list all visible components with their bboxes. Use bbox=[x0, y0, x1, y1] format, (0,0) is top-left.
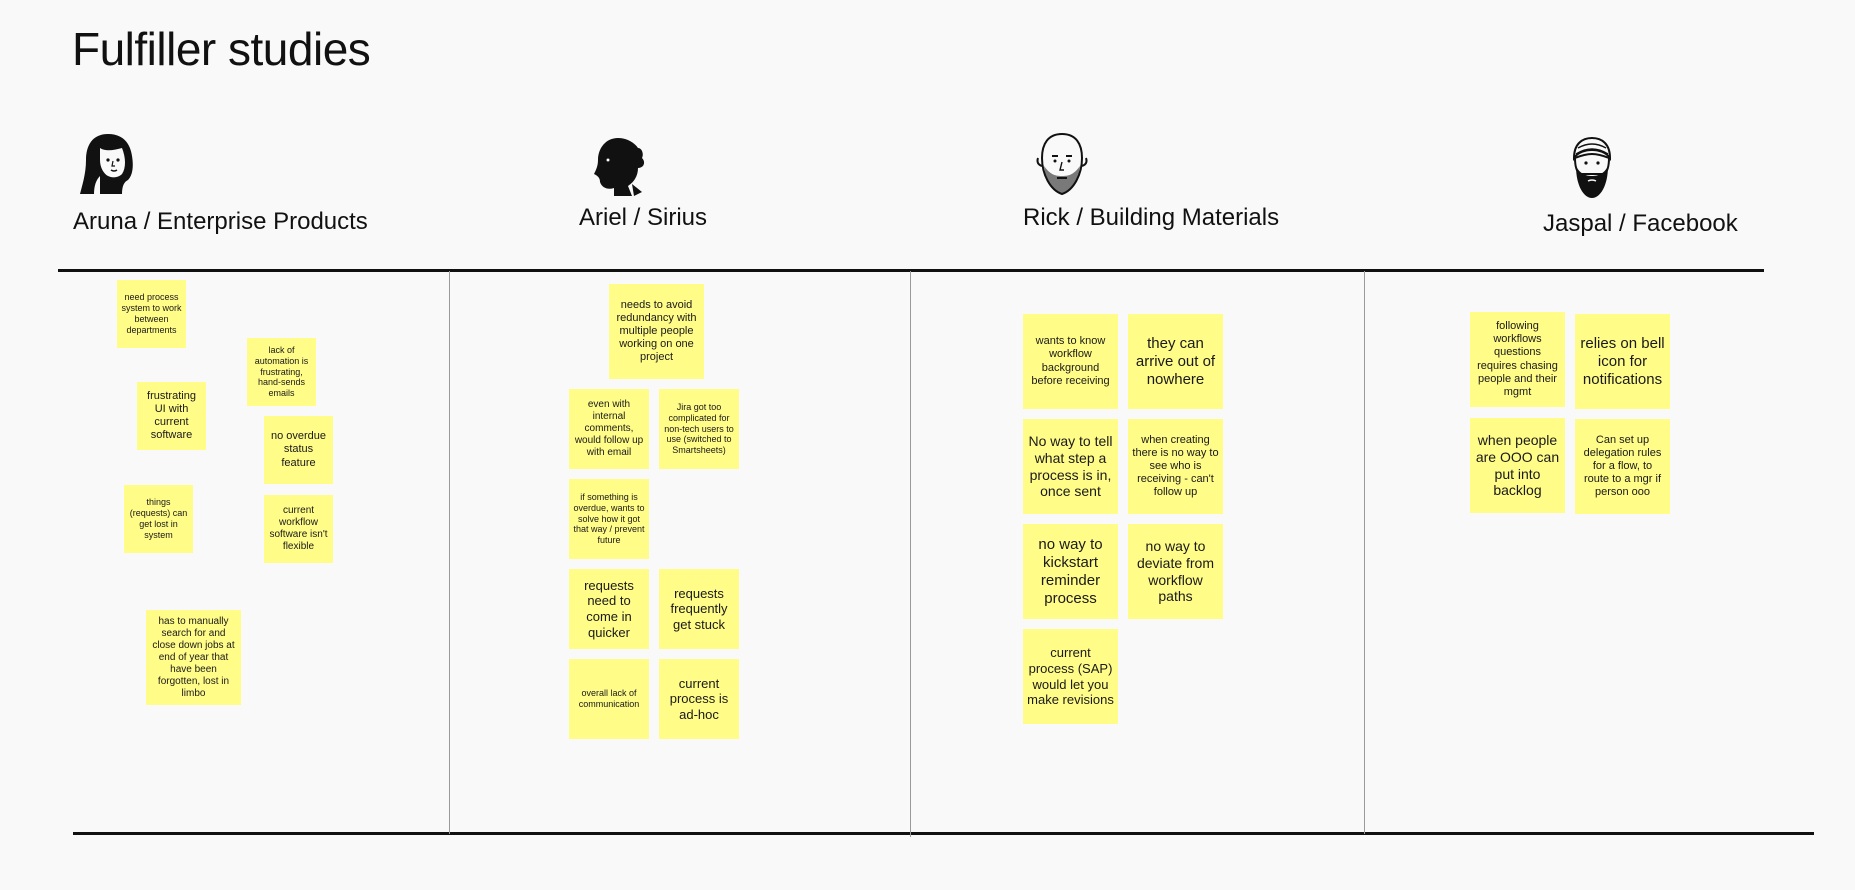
sticky-note[interactable]: current workflow software isn't flexible bbox=[264, 495, 333, 563]
persona-name-jaspal: Jaspal / Facebook bbox=[1543, 210, 1738, 237]
sticky-note[interactable]: overall lack of communication bbox=[569, 659, 649, 739]
sticky-note[interactable]: lack of automation is frustrating, hand-… bbox=[247, 338, 316, 406]
sticky-note[interactable]: current process (SAP) would let you make… bbox=[1023, 629, 1118, 724]
sticky-note[interactable]: frustrating UI with current software bbox=[137, 382, 206, 450]
persona-name-rick: Rick / Building Materials bbox=[1023, 204, 1280, 231]
sticky-note[interactable]: requests need to come in quicker bbox=[569, 569, 649, 649]
sticky-note[interactable]: things (requests) can get lost in system bbox=[124, 485, 193, 553]
sticky-note[interactable]: current process is ad-hoc bbox=[659, 659, 739, 739]
sticky-note[interactable]: when creating there is no way to see who… bbox=[1128, 419, 1223, 514]
sticky-note[interactable]: No way to tell what step a process is in… bbox=[1023, 419, 1118, 514]
sticky-note[interactable]: has to manually search for and close dow… bbox=[146, 610, 241, 705]
board-title: Fulfiller studies bbox=[72, 23, 371, 75]
man-turban-beard-icon bbox=[1562, 136, 1622, 200]
sticky-note[interactable]: Jira got too complicated for non-tech us… bbox=[659, 389, 739, 469]
bald-man-beard-icon bbox=[1032, 132, 1092, 196]
sticky-note[interactable]: following workflows questions requires c… bbox=[1470, 312, 1565, 407]
sticky-note[interactable]: no way to kickstart reminder process bbox=[1023, 524, 1118, 619]
persona-name-ariel: Ariel / Sirius bbox=[579, 204, 708, 231]
sticky-note[interactable]: needs to avoid redundancy with multiple … bbox=[609, 284, 704, 379]
column-divider bbox=[910, 271, 911, 837]
sticky-note[interactable]: requests frequently get stuck bbox=[659, 569, 739, 649]
column-divider bbox=[1364, 271, 1365, 834]
sticky-note[interactable]: no way to deviate from workflow paths bbox=[1128, 524, 1223, 619]
header-divider bbox=[58, 269, 1764, 272]
sticky-note[interactable]: if something is overdue, wants to solve … bbox=[569, 479, 649, 559]
sticky-note[interactable]: no overdue status feature bbox=[264, 416, 333, 484]
sticky-note[interactable]: need process system to work between depa… bbox=[117, 280, 186, 348]
sticky-note[interactable]: when people are OOO can put into backlog bbox=[1470, 418, 1565, 513]
woman-profile-bun-icon bbox=[588, 134, 648, 198]
sticky-note[interactable]: relies on bell icon for notifications bbox=[1575, 314, 1670, 409]
sticky-note[interactable]: they can arrive out of nowhere bbox=[1128, 314, 1223, 409]
persona-name-aruna: Aruna / Enterprise Products bbox=[73, 208, 368, 235]
woman-long-hair-icon bbox=[78, 132, 138, 196]
sticky-note[interactable]: wants to know workflow background before… bbox=[1023, 314, 1118, 409]
column-divider bbox=[449, 271, 450, 834]
sticky-note[interactable]: even with internal comments, would follo… bbox=[569, 389, 649, 469]
sticky-note[interactable]: Can set up delegation rules for a flow, … bbox=[1575, 419, 1670, 514]
footer-divider bbox=[73, 832, 1814, 835]
